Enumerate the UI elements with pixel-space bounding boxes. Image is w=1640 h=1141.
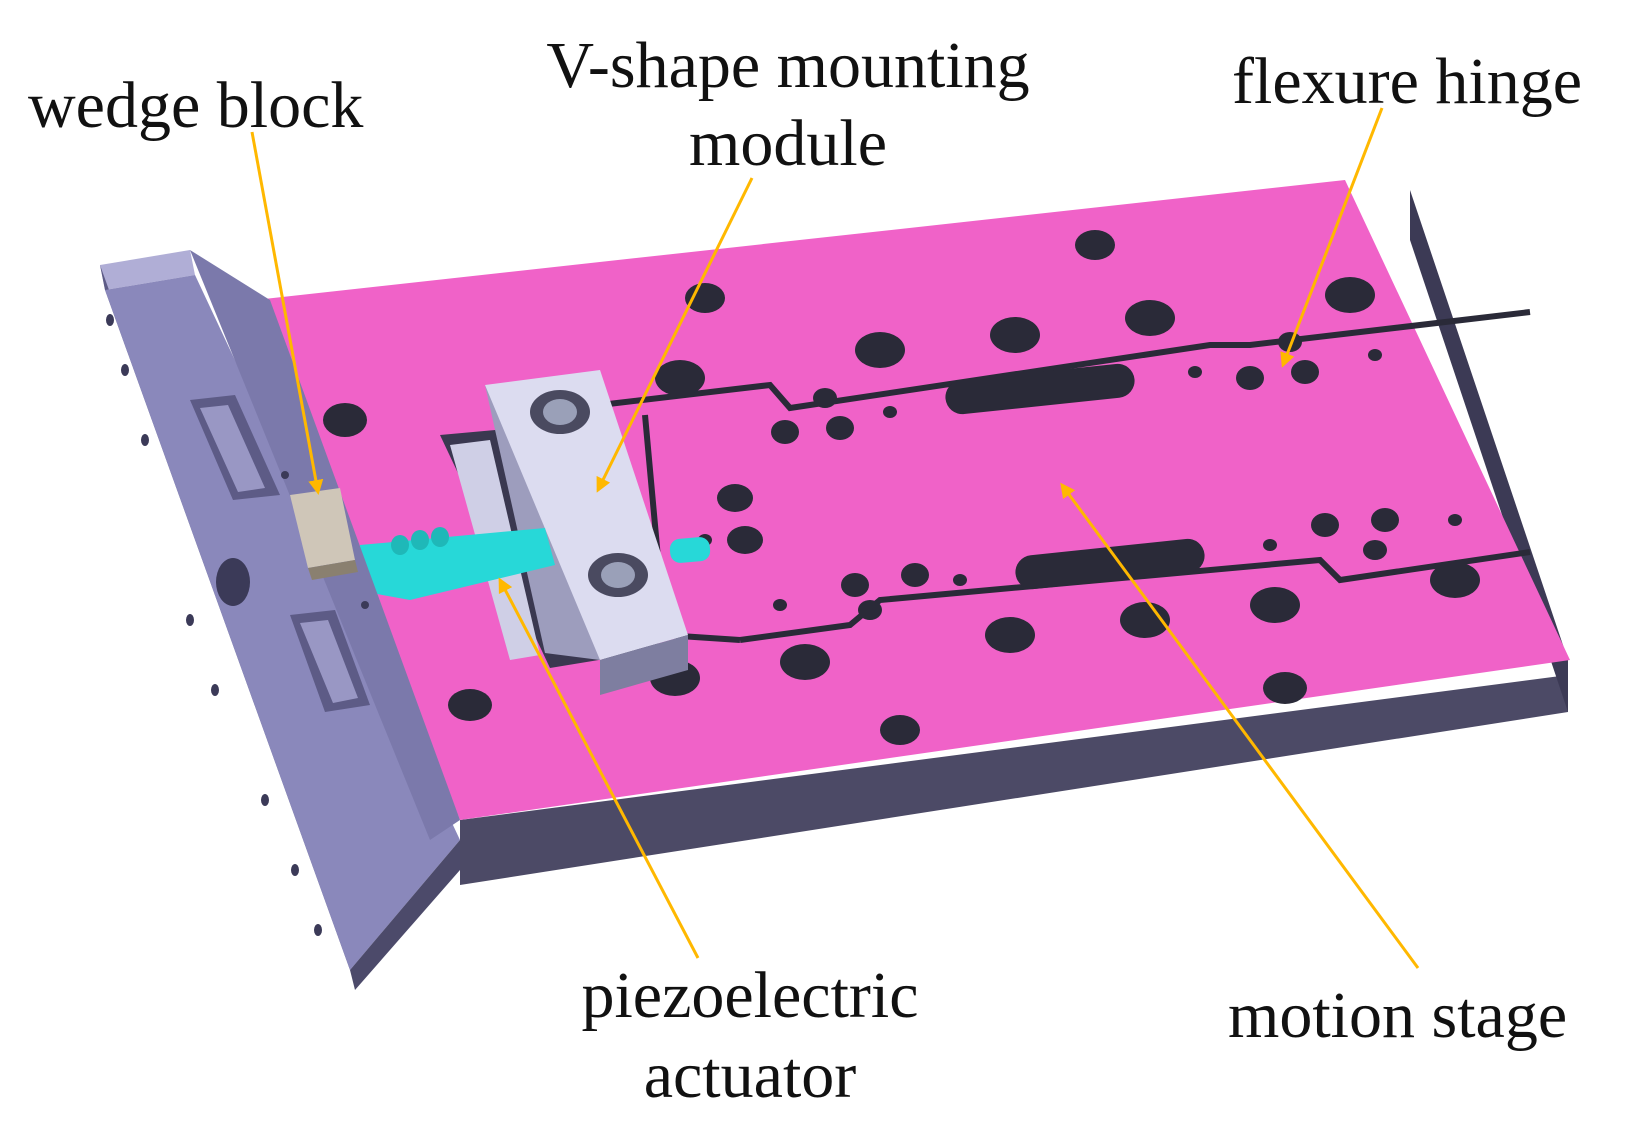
mount-hole-bottom-inner [601,562,635,588]
arrow-pointer-icon [1060,482,1420,969]
mount-hole-top-inner [543,399,577,425]
leader-arrows [250,107,1420,969]
slot-lower [1015,538,1205,590]
arrow-pointer-icon [250,131,324,495]
flexure-hinge-notches [771,332,1399,620]
wedge-block-top [290,488,355,568]
piezo-actuator-studs [391,527,449,555]
label-v-shape-mounting-line2: module [689,107,887,180]
label-v-shape-mounting-line1: V-shape mounting [546,29,1030,102]
label-piezoelectric-line2: actuator [643,1039,857,1112]
piezo-actuator-tip [669,537,711,563]
label-wedge-block: wedge block [28,69,364,142]
frame-block-face [105,275,460,970]
frame-block-side [100,250,195,290]
wedge-block-side [308,560,358,580]
arrow-pointer-icon [1280,107,1384,368]
frame-block-bottom [350,840,460,990]
label-motion-stage: motion stage [1228,979,1568,1052]
mounting-holes [323,230,1480,745]
frame-pockets [190,395,370,712]
mount-block-front [600,635,688,695]
stage-plate-side [460,675,1568,885]
arrow-pointer-icon [596,177,754,493]
frame-small-holes [106,314,369,936]
arrow-pointer-icon [498,577,700,959]
label-piezoelectric-line1: piezoelectric [581,959,919,1032]
slot-upper [945,363,1135,415]
label-flexure-hinge: flexure hinge [1232,45,1583,118]
